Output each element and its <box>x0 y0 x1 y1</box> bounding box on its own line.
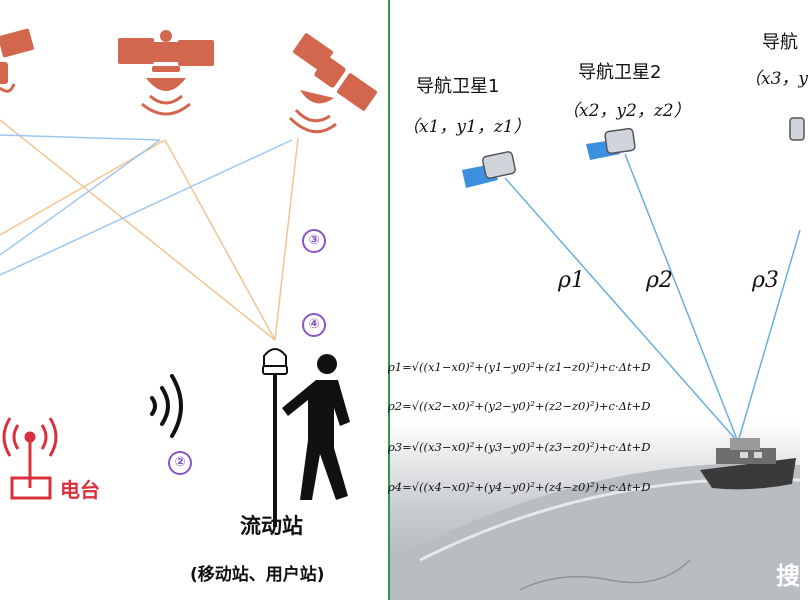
step-marker-3: ③ <box>302 229 326 253</box>
satellite-icon <box>288 33 378 134</box>
nav-satellite-icon <box>462 151 516 188</box>
signal-line <box>0 139 161 256</box>
pseudorange-formula-1: ρ1=√((x1−x0)²+(y1−y0)²+(z1−z0)²)+c·Δt+D <box>388 360 651 374</box>
step-marker-4: ④ <box>302 313 326 337</box>
rho2-label: ρ2 <box>646 268 673 293</box>
radio-icon <box>2 417 58 500</box>
rover-station-sublabel: (移动站、用户站) <box>190 565 325 585</box>
signal-line <box>164 139 276 341</box>
signal-lines <box>0 119 299 341</box>
pseudorange-formula-2: ρ2=√((x2−x0)²+(y2−y0)²+(z2−z0)²)+c·Δt+D <box>388 399 651 413</box>
signal-line <box>0 139 293 276</box>
ray-rho2 <box>624 153 739 443</box>
sat2-name: 导航卫星2 <box>578 62 662 83</box>
rho3-label: ρ3 <box>752 268 779 293</box>
satellite-icon <box>118 30 214 116</box>
ship-icon <box>700 438 796 490</box>
ranging-rays <box>504 153 801 443</box>
sat2-coord: （x2，y2，z2） <box>562 101 691 121</box>
sat1-name: 导航卫星1 <box>416 76 500 97</box>
signal-line <box>0 119 276 341</box>
pseudorange-formula-4: ρ4=√((x4−x0)²+(y4−y0)²+(z4−z0)²)+c·Δt+D <box>388 480 651 494</box>
rover-station-icon <box>262 348 350 527</box>
nav-satellite-icon <box>789 117 805 141</box>
nav-satellite-icon <box>586 127 636 160</box>
signal-line <box>0 134 161 141</box>
ray-rho1 <box>504 177 739 443</box>
rover-station-label: 流动站 <box>240 514 303 538</box>
signal-line <box>274 137 299 341</box>
sat3-coord: （x3，y <box>744 69 808 89</box>
coastline <box>519 559 691 591</box>
watermark: 搜 <box>776 562 800 590</box>
radio-label: 电台 <box>60 478 100 502</box>
earth-surface <box>390 463 800 600</box>
step-marker-2: ② <box>168 451 192 475</box>
satellite-icon <box>0 28 34 93</box>
wireless-signal-icon <box>150 374 183 438</box>
ray-rho3 <box>737 229 801 443</box>
sat1-coord: （x1，y1，z1） <box>402 117 531 137</box>
rho1-label: ρ1 <box>558 268 585 293</box>
sat3-name: 导航 <box>762 32 798 53</box>
pseudorange-formula-3: ρ3=√((x3−x0)²+(y3−y0)²+(z3−z0)²)+c·Δt+D <box>388 440 651 454</box>
